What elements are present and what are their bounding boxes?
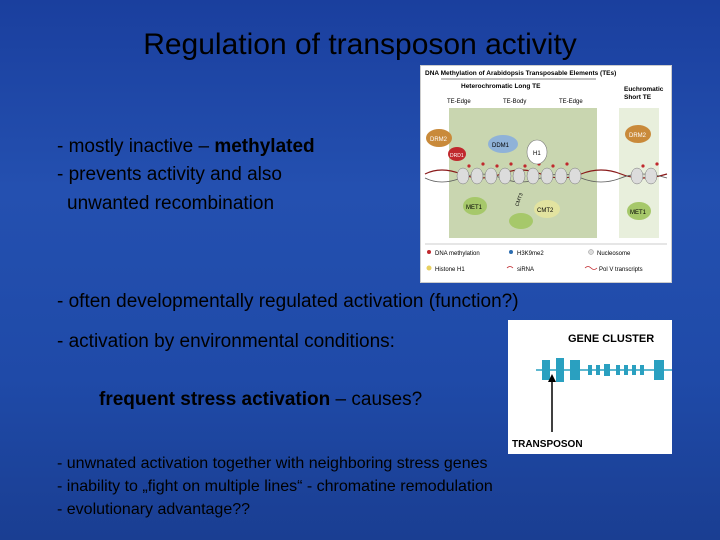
stress-activation: frequent stress activation – causes? [99, 389, 422, 411]
ddm1-protein [488, 135, 518, 153]
bullet-methylated-bold: methylated [214, 136, 315, 157]
euchromatic-label-2: Short TE [624, 94, 652, 101]
met1-protein [463, 197, 487, 215]
cause-3: - evolutionary advantage?? [57, 501, 251, 518]
cause-1: - unwnated activation together with neig… [57, 455, 488, 472]
bullet-developmental: - often developmentally regulated activa… [57, 291, 519, 312]
h1-label: H1 [533, 151, 541, 157]
h1-protein [526, 139, 548, 165]
nucleosome-row [456, 167, 658, 185]
bullet-methylated-prefix: - mostly inactive – [57, 136, 215, 157]
cmt2-protein [534, 200, 560, 218]
ddm1-label: DDM1 [492, 143, 510, 149]
methylation-figure: DNA Methylation of Arabidopsis Transposa… [420, 65, 672, 283]
methylation-figure-title: DNA Methylation of Arabidopsis Transposa… [425, 70, 616, 77]
drm2-right-label: DRM2 [629, 133, 647, 139]
bullet-methylated: - mostly inactive – methylated [57, 136, 315, 158]
met1-label: MET1 [466, 205, 483, 211]
drm2-right-protein [625, 125, 651, 143]
legend-h3k9me2: H3K9me2 [517, 251, 544, 257]
te-body-label: TE-Body [503, 99, 526, 105]
drd1-label: DRD1 [450, 153, 464, 159]
drm2-left-protein [426, 129, 452, 147]
legend-histone-h1: Histone H1 [435, 267, 465, 273]
cmt2-base-protein [509, 213, 533, 229]
slide-title: Regulation of transposon activity [143, 28, 577, 61]
legend-item-dna-methylation: DNA methylation [427, 250, 480, 257]
drm2-left-label: DRM2 [430, 137, 448, 143]
met1-right-label: MET1 [630, 210, 647, 216]
bullet-prevents-cont: unwanted recombination [67, 193, 275, 214]
bullet-prevents: - prevents activity and also [57, 164, 282, 185]
legend-sirna: siRNA [517, 267, 534, 273]
stress-activation-bold: frequent stress activation [99, 389, 331, 410]
te-edge-right-label: TE-Edge [559, 99, 583, 105]
heterochromatic-label: Heterochromatic Long TE [461, 83, 541, 90]
euchromatic-label-1: Euchromatic [624, 86, 664, 93]
met1-right-protein [627, 202, 651, 220]
legend-item-sirna: siRNA [506, 266, 534, 273]
stress-activation-suffix: – causes? [330, 389, 423, 410]
legend-dna-methylation: DNA methylation [435, 251, 480, 257]
legend-item-pol-v: Pol V transcripts [584, 266, 643, 273]
cause-2: - inability to „fight on multiple lines“… [57, 478, 493, 495]
legend-item-histone-h1: Histone H1 [426, 265, 465, 273]
bullet-environmental: - activation by environmental conditions… [57, 331, 395, 352]
gene-cluster-figure: GENE CLUSTER TRANSPOSON [508, 320, 672, 454]
cluster-genes [542, 358, 664, 382]
transposon-arrowhead [548, 374, 556, 382]
cmt2-label: CMT2 [537, 208, 554, 214]
legend-item-h3k9me2: H3K9me2 [509, 250, 544, 257]
legend-pol-v: Pol V transcripts [599, 267, 643, 273]
legend-item-nucleosome: Nucleosome [588, 249, 631, 257]
cmt3-label: CMT3 [514, 192, 524, 207]
drd1-protein [448, 147, 466, 161]
te-edge-left-label: TE-Edge [447, 99, 471, 105]
transposon-label: TRANSPOSON [512, 439, 583, 450]
legend-nucleosome: Nucleosome [597, 251, 631, 257]
gene-cluster-label: GENE CLUSTER [568, 333, 654, 345]
